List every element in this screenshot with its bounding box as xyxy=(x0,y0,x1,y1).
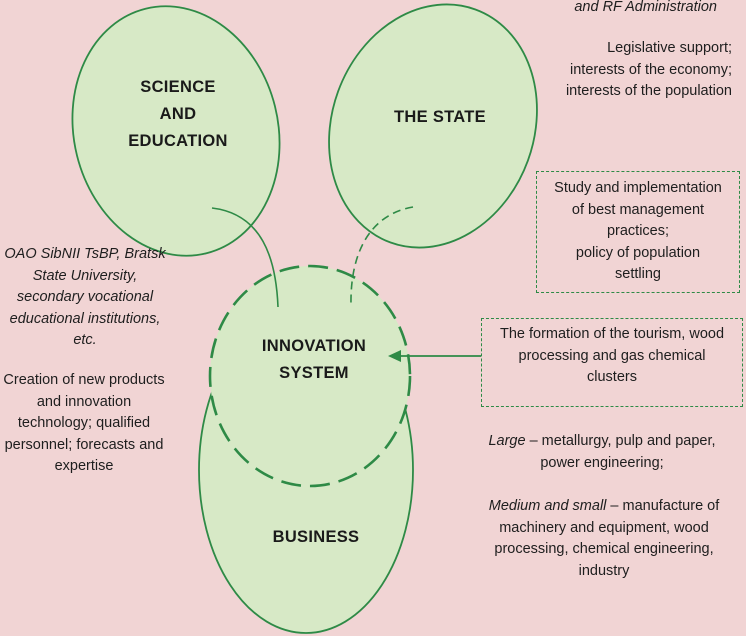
science-connector-line xyxy=(211,207,279,308)
business-medium-line4: industry xyxy=(578,562,630,579)
state-ellipse xyxy=(328,3,538,249)
clusters-box xyxy=(481,318,743,407)
management-line: practices; xyxy=(606,223,670,239)
institution-line: etc. xyxy=(73,332,97,348)
cluster-arrow-head xyxy=(388,350,401,362)
output-line: personnel; forecasts and xyxy=(4,436,164,453)
management-practices-text: Study and implementation of best managem… xyxy=(538,178,738,286)
innovation-label-line: INNOVATION xyxy=(261,337,367,355)
output-line: technology; qualified xyxy=(17,415,151,431)
state-roles-text: Legislative support; interests of the ec… xyxy=(520,38,732,103)
innovation-system-label: INNOVATION SYSTEM xyxy=(236,333,392,387)
science-institutions-text: OAO SibNII TsBP, Bratsk State University… xyxy=(0,244,174,352)
clusters-text: The formation of the tourism, wood proce… xyxy=(483,324,741,389)
state-connector-line xyxy=(350,206,414,306)
clusters-line: clusters xyxy=(587,369,637,385)
large-desc: – metallurgy, pulp and paper, xyxy=(525,433,716,449)
state-role-line: interests of the population xyxy=(565,83,732,99)
science-education-label: SCIENCE AND EDUCATION xyxy=(112,74,244,155)
state-label: THE STATE xyxy=(394,108,486,126)
clusters-line: The formation of the tourism, wood xyxy=(499,326,725,342)
management-line: of best management xyxy=(571,201,705,218)
large-term: Large xyxy=(488,433,526,449)
state-authority-text: and RF Administration xyxy=(574,0,717,15)
science-education-ellipse xyxy=(71,5,281,257)
institution-line: educational institutions, xyxy=(9,310,161,327)
management-line: policy of population xyxy=(575,244,701,261)
institution-line: State University, xyxy=(32,267,138,284)
business-large-text: Large – metallurgy, pulp and paper, powe… xyxy=(472,431,732,474)
management-line: Study and implementation xyxy=(554,180,722,196)
output-line: expertise xyxy=(54,458,114,474)
management-practices-box xyxy=(536,171,740,293)
education-label-line: EDUCATION xyxy=(128,132,228,150)
medium-term: Medium and small xyxy=(488,498,607,514)
and-label-line: AND xyxy=(159,105,197,123)
business-label: BUSINESS xyxy=(272,528,360,546)
state-role-line: interests of the economy; xyxy=(570,61,732,78)
output-line: and innovation xyxy=(36,393,132,410)
institution-line: secondary vocational xyxy=(16,289,154,305)
clusters-line: processing and gas chemical xyxy=(518,347,706,364)
business-large-line2: power engineering; xyxy=(540,454,664,471)
science-label-line: SCIENCE xyxy=(140,78,216,96)
management-line: settling xyxy=(615,266,661,282)
business-large-line: Large – metallurgy, pulp and paper, xyxy=(472,431,732,453)
science-outputs-text: Creation of new products and innovation … xyxy=(0,370,170,478)
state-role-line: Legislative support; xyxy=(607,40,732,56)
system-label-line: SYSTEM xyxy=(279,364,349,382)
business-medium-text: Medium and small – manufacture of machin… xyxy=(472,496,736,582)
medium-desc: – manufacture of xyxy=(606,498,720,514)
output-line: Creation of new products xyxy=(3,372,165,388)
innovation-system-circle xyxy=(208,264,412,488)
institution-line: OAO SibNII TsBP, Bratsk xyxy=(4,246,166,262)
business-medium-line3: processing, chemical engineering, xyxy=(494,541,714,557)
business-medium-line: Medium and small – manufacture of xyxy=(472,496,736,518)
business-medium-line2: machinery and equipment, wood xyxy=(499,519,709,536)
